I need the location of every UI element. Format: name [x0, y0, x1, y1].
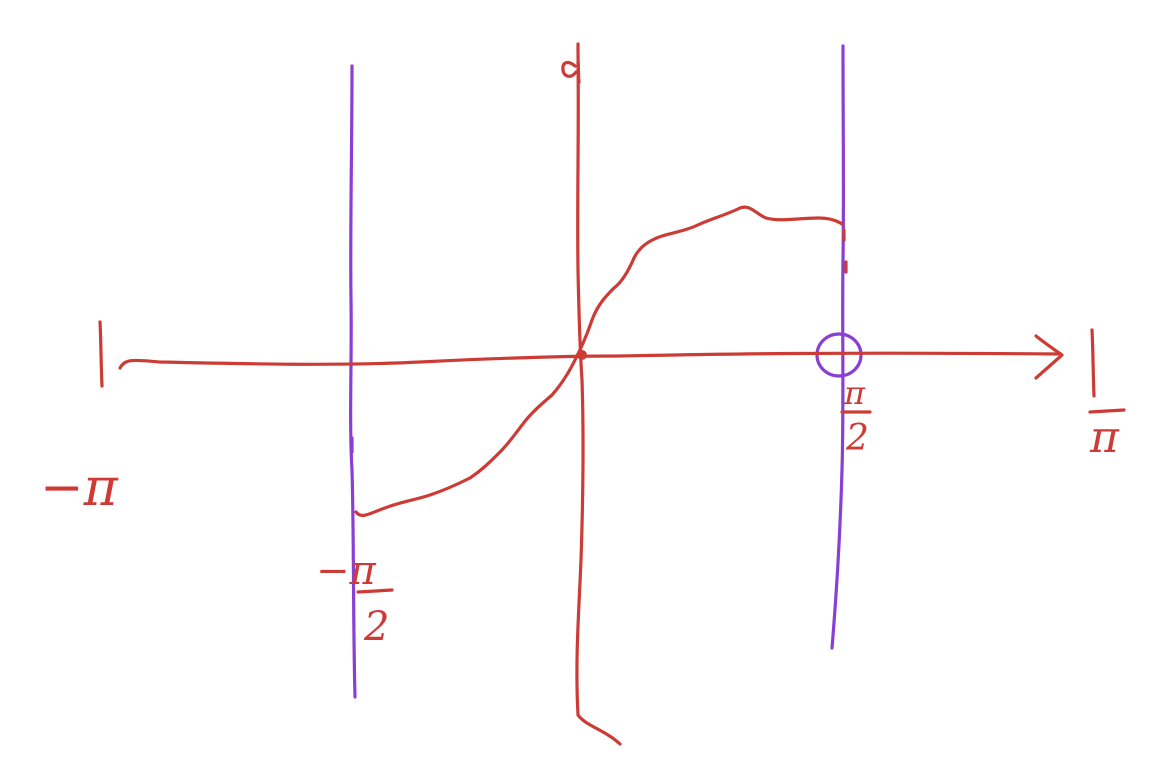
pos-half-pi-denominator: 2 [845, 418, 869, 459]
neg-half-pi-label: −π 2 [316, 548, 394, 650]
left-asymptote-line [349, 64, 357, 699]
neg-half-pi-fraction-bar [356, 588, 394, 594]
highlight-circle [815, 332, 863, 378]
right-asymptote-line [830, 44, 846, 650]
x-right-label-text: π [1089, 412, 1120, 463]
neg-half-pi-numerator: −π [316, 548, 377, 594]
x-left-label-text: −π [40, 458, 119, 518]
pos-half-pi-numerator: π [843, 374, 866, 412]
pos-half-pi-label: π 2 [840, 374, 872, 459]
y-axis-line [575, 60, 622, 746]
x-right-label-bar [1088, 408, 1126, 414]
x-axis-line [118, 351, 1060, 370]
x-axis-right-bar [1090, 328, 1096, 398]
y-axis-top-mark [561, 42, 581, 84]
x-axis-left-bar [98, 320, 104, 388]
x-right-label: π [1088, 408, 1126, 463]
x-axis-arrowhead [1034, 334, 1064, 380]
neg-half-pi-denominator: 2 [363, 604, 389, 650]
x-left-label: −π [40, 458, 119, 518]
curve-line [354, 205, 844, 517]
